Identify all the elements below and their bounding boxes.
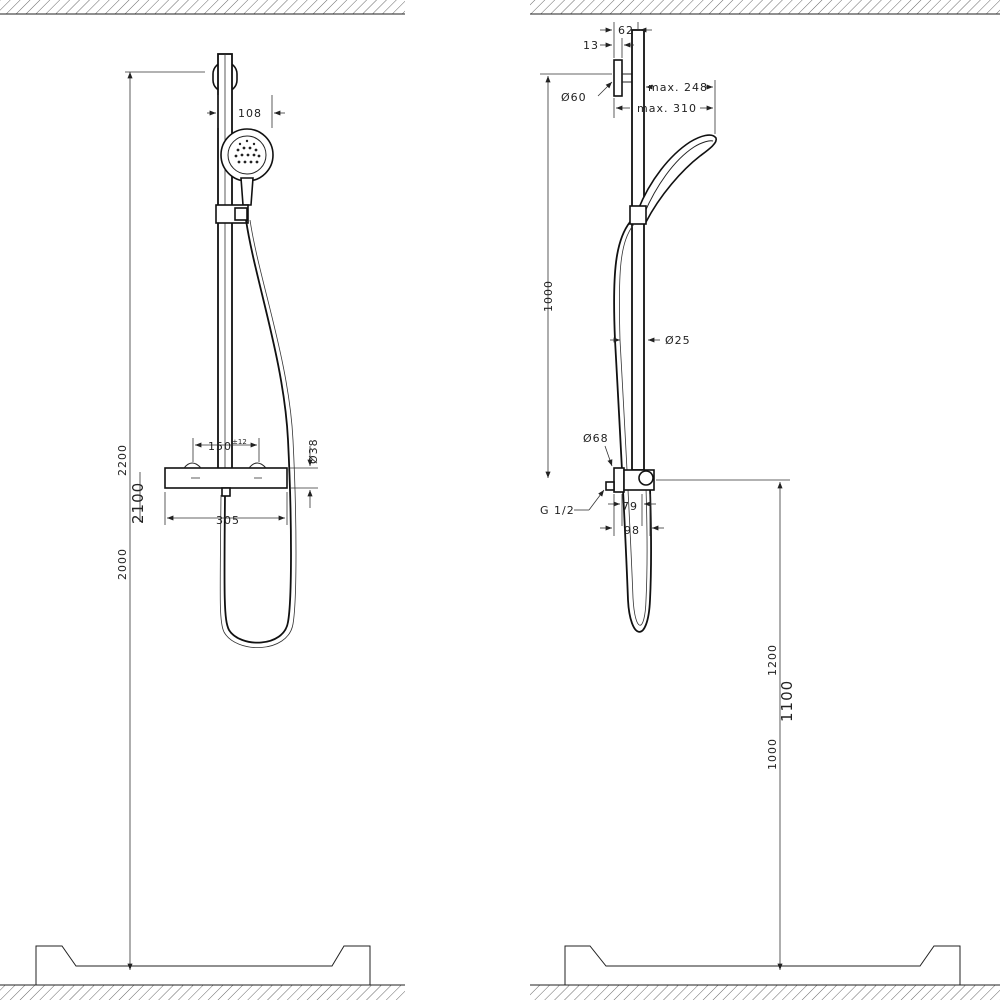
thermostat-body	[164, 467, 288, 489]
side-dimensions: 62 13 Ø60 max. 248 max. 310 1000 Ø25 Ø68	[540, 22, 796, 970]
front-dimensions: 108 2000 2100 2200 150 ±12 Ø38 305	[116, 71, 320, 970]
thermostat-outlet	[221, 487, 231, 497]
ceiling-hatch-right	[530, 0, 1000, 15]
dim-center-distance: 150	[208, 440, 232, 453]
handshower-handle	[240, 177, 254, 206]
dim-center-tolerance: ±12	[232, 438, 247, 446]
dim-depth-98: 98	[624, 524, 640, 537]
side-height-min: 1000	[766, 738, 779, 770]
side-view	[605, 29, 718, 633]
shower-tray-left	[35, 945, 371, 985]
side-wall-plate	[613, 59, 623, 97]
dim-wall-offset: 62	[618, 24, 634, 37]
shower-tray-right	[564, 945, 961, 985]
shower-hose	[223, 219, 292, 644]
dim-max-310: max. 310	[637, 102, 697, 115]
dim-height-max: 2200	[116, 444, 129, 476]
dim-body-height: Ø38	[307, 438, 320, 464]
side-connector	[605, 481, 615, 491]
dim-rail-diameter: Ø25	[665, 334, 691, 347]
side-height-mid: 1100	[778, 680, 796, 722]
floor-hatch-right	[530, 984, 1000, 1000]
floor-hatch-left	[0, 984, 405, 1000]
side-slider	[629, 205, 647, 225]
side-height-max: 1200	[766, 644, 779, 676]
dim-total-width: 305	[216, 514, 240, 527]
side-hose	[613, 221, 653, 633]
side-handshower	[637, 134, 718, 224]
dim-depth-79: 79	[622, 500, 638, 513]
dim-holder-diameter: Ø60	[561, 91, 587, 104]
dim-bar-length: 1000	[542, 280, 555, 312]
side-rosette	[613, 467, 625, 493]
front-view	[164, 53, 297, 649]
dim-bracket-depth: 13	[583, 39, 599, 52]
ceiling-hatch-left	[0, 0, 405, 15]
dim-connection-thread: G 1/2	[540, 504, 575, 517]
dim-height-min: 2000	[116, 548, 129, 580]
spray-nozzles	[234, 139, 261, 164]
dim-outlet-width: 108	[238, 107, 262, 120]
dim-height-mid: 2100	[129, 482, 147, 524]
dim-max-248: max. 248	[648, 81, 708, 94]
dim-rosette-diameter: Ø68	[583, 432, 609, 445]
side-rail	[631, 29, 645, 471]
